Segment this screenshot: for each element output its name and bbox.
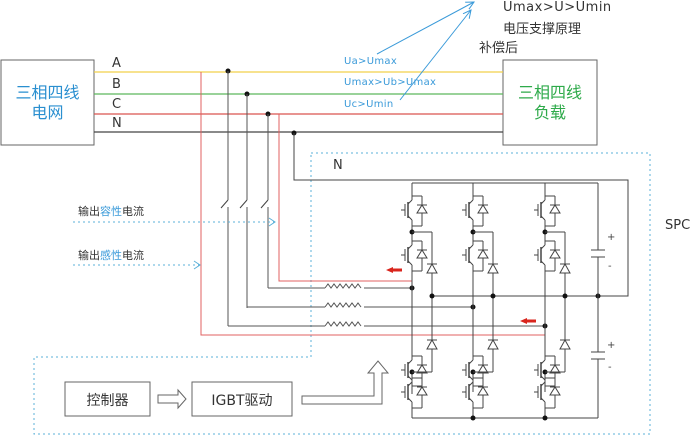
phase-label-b: B xyxy=(112,77,121,92)
spc-boundary xyxy=(33,152,651,435)
driver-box xyxy=(191,381,293,417)
spc-label: SPC xyxy=(665,218,691,233)
phase-label-n: N xyxy=(112,116,122,131)
result-range: Umax>U>Umin xyxy=(503,0,612,15)
load-box xyxy=(502,59,598,146)
cap-plus-upper: + xyxy=(607,232,616,243)
dc-capacitor-lower xyxy=(591,296,605,418)
capacitive-current-label: 输出容性电流 xyxy=(78,205,144,218)
grid-box-label: 三相四线 电网 xyxy=(15,83,80,122)
load-box-label: 三相四线 负载 xyxy=(517,83,582,122)
cap-plus-lower: + xyxy=(607,340,616,351)
leg-1 xyxy=(400,183,438,418)
inductor-1 xyxy=(324,283,412,289)
grid-box xyxy=(0,59,95,146)
controller-label: 控制器 xyxy=(86,393,129,409)
phase-label-c: C xyxy=(112,97,122,112)
result-after: 补偿后 xyxy=(479,41,519,56)
voltage-note-c: Uc>Umin xyxy=(344,99,394,110)
hollow-arrow-icon xyxy=(157,388,187,410)
voltage-note-b: Umax>Ub>Umax xyxy=(344,77,437,88)
red-arrow-icon xyxy=(386,267,402,273)
driver-label: IGBT驱动 xyxy=(211,393,273,409)
voltage-note-a: Ua>Umax xyxy=(344,56,398,67)
hollow-arrow-icon xyxy=(301,360,390,405)
leg-2 xyxy=(461,183,499,418)
controller-box xyxy=(64,381,151,417)
inductor-2 xyxy=(324,302,473,308)
inductive-current-label: 输出感性电流 xyxy=(78,249,144,262)
leg-3 xyxy=(533,183,571,418)
cap-minus-lower: - xyxy=(608,362,612,373)
dc-capacitor-upper xyxy=(591,183,605,296)
phase-label-a: A xyxy=(112,56,121,71)
inductor-3 xyxy=(324,321,545,327)
result-principle: 电压支撑原理 xyxy=(503,22,582,37)
cap-minus-upper: - xyxy=(608,261,612,272)
neutral-label: N xyxy=(333,158,343,173)
red-arrow-icon xyxy=(520,318,536,324)
